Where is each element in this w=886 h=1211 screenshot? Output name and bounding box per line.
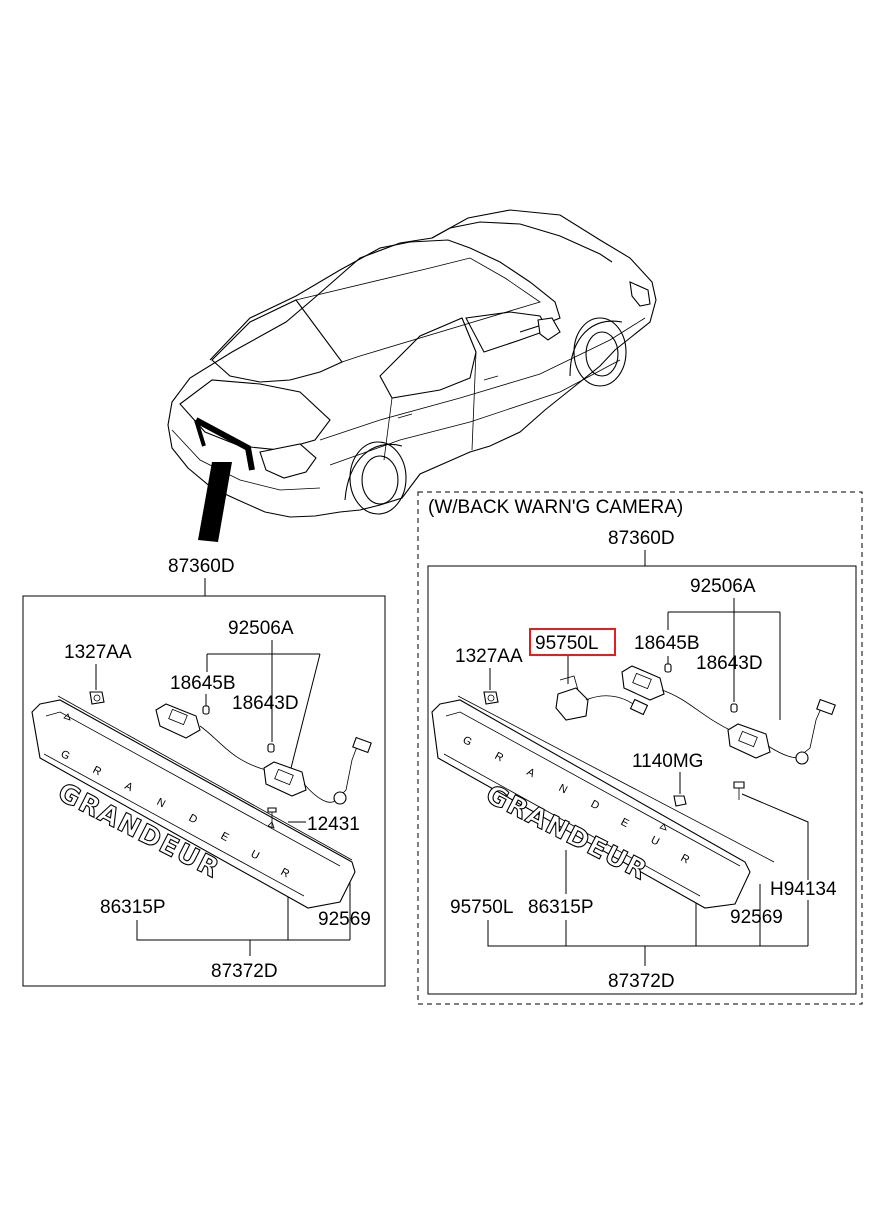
- label-86315p: 86315P: [100, 897, 166, 918]
- bulb-part: [202, 705, 210, 715]
- screw-1140mg: [673, 795, 687, 807]
- camera-variant-frame: [417, 491, 863, 1005]
- back-warning-camera: [555, 675, 649, 721]
- camera-variant-caption: (W/BACK WARN'G CAMERA): [428, 497, 683, 518]
- nut-part: [89, 691, 105, 705]
- label-18643d-right: 18643D: [696, 653, 763, 674]
- car-part-label: 87360D: [168, 556, 235, 577]
- left-panel-frame: [22, 595, 386, 987]
- wiring-connector-right: [795, 698, 836, 765]
- license-lamp-right: [263, 761, 337, 803]
- screw-part: [267, 807, 277, 828]
- nut-part-right: [483, 691, 499, 705]
- label-1140mg: 1140MG: [632, 751, 703, 772]
- garnish-strip-right: [431, 695, 775, 909]
- label-h94134: H94134: [770, 879, 837, 900]
- screw-h94134: [733, 781, 745, 800]
- label-86315p-right: 86315P: [528, 897, 594, 918]
- left-panel: 1327AA 92506A 18645B 18643D 12431 86315P…: [22, 595, 386, 987]
- label-92569: 92569: [318, 909, 371, 930]
- bulb-part: [664, 663, 672, 673]
- car-illustration: [167, 209, 657, 542]
- bulb-part: [730, 703, 738, 713]
- license-lamp-left: [155, 703, 267, 771]
- license-lamp-right-right: [727, 723, 801, 759]
- label-95750l-bottom: 95750L: [450, 897, 513, 918]
- label-95750l-highlight: 95750L: [535, 633, 598, 654]
- label-87372d: 87372D: [211, 961, 278, 982]
- label-92506a: 92506A: [228, 618, 294, 639]
- license-lamp-left-right: [621, 665, 735, 733]
- label-1327aa-right: 1327AA: [455, 646, 523, 667]
- label-12431: 12431: [307, 814, 360, 835]
- label-18643d: 18643D: [232, 693, 299, 714]
- right-panel-frame: [427, 565, 857, 995]
- label-87372d-right: 87372D: [608, 971, 675, 992]
- label-92569-right: 92569: [730, 907, 783, 928]
- right-section: (W/BACK WARN'G CAMERA) 87360D 92506A 957…: [417, 491, 863, 1005]
- label-92506a-right: 92506A: [690, 576, 756, 597]
- label-1327aa: 1327AA: [64, 642, 132, 663]
- bulb-part: [267, 743, 275, 753]
- label-18645b: 18645B: [170, 673, 236, 694]
- highlight-box: [529, 628, 616, 656]
- wiring-connector: [333, 736, 372, 805]
- label-18645b-right: 18645B: [634, 633, 700, 654]
- garnish-strip: [31, 695, 356, 909]
- label-87360d-right: 87360D: [608, 528, 675, 549]
